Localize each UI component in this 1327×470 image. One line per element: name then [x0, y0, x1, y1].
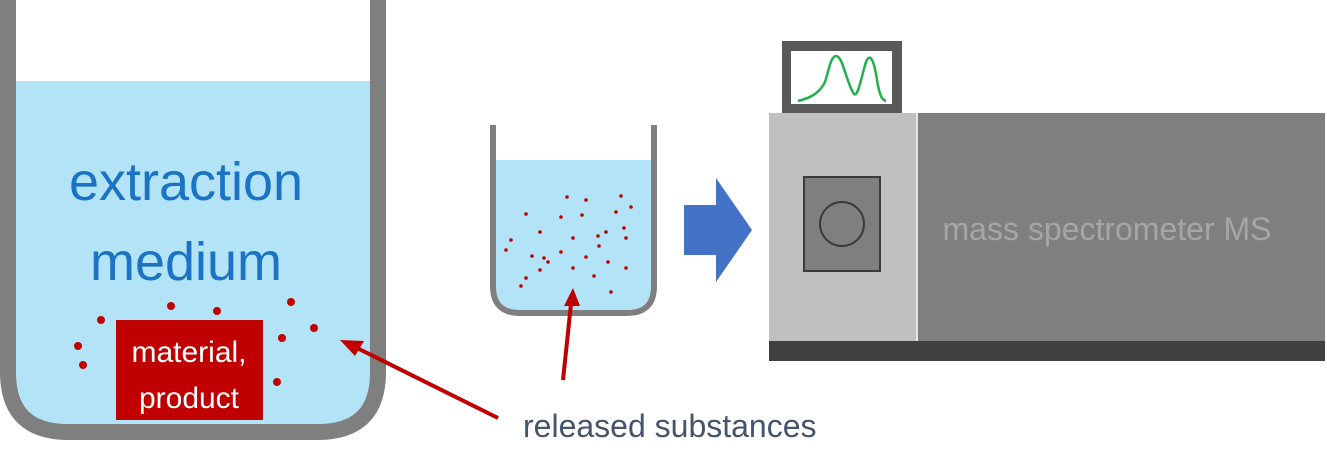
particle [624, 266, 628, 270]
particle [597, 244, 601, 248]
arrow-to-large-beaker [356, 346, 499, 420]
large-beaker: extraction medium material, product [0, 0, 386, 440]
particle [606, 260, 610, 264]
material-label-line2: product [139, 382, 240, 415]
particle [584, 198, 588, 202]
particle [519, 284, 523, 288]
particle [74, 342, 82, 350]
medium-label-line1: extraction [69, 152, 303, 212]
annotation-arrows [340, 288, 580, 420]
particle [546, 260, 550, 264]
particle [213, 307, 221, 315]
medium-label-line2: medium [90, 232, 282, 292]
large-beaker-particles [74, 298, 318, 386]
arrow-head-large-beaker-icon [340, 340, 364, 356]
particle [592, 274, 596, 278]
material-label-line1: material, [131, 336, 246, 369]
particle [310, 324, 318, 332]
particle [524, 212, 528, 216]
ms-main-unit [917, 113, 1325, 341]
particle [524, 276, 528, 280]
particle [614, 210, 618, 214]
particle [619, 194, 623, 198]
particle [604, 230, 608, 234]
flow-arrow-icon [684, 178, 752, 282]
particle [609, 290, 613, 294]
small-beaker-particles [504, 194, 633, 294]
particle [287, 298, 295, 306]
particle [584, 255, 588, 259]
ms-base [769, 341, 1325, 361]
material-box [116, 320, 263, 420]
particle [97, 316, 105, 324]
particle [167, 302, 175, 310]
particle [538, 230, 542, 234]
arrow-head-small-beaker-icon [564, 288, 580, 306]
small-beaker-wall [490, 125, 657, 316]
particle [629, 205, 633, 209]
arrow-to-small-beaker [561, 303, 573, 381]
released-substances-label: released substances [523, 408, 817, 444]
particle [622, 226, 626, 230]
particle [530, 254, 534, 258]
mass-spectrometer: mass spectrometer MS [769, 41, 1325, 361]
small-beaker-liquid [496, 160, 651, 310]
ms-inlet-port-icon [819, 201, 865, 247]
particle [504, 248, 508, 252]
spectrum-trace-icon [797, 54, 887, 103]
particle [624, 236, 628, 240]
particle [565, 195, 569, 199]
particle [273, 378, 281, 386]
particle [538, 268, 542, 272]
particle [509, 238, 513, 242]
particle [559, 250, 563, 254]
particle [571, 236, 575, 240]
particle [278, 334, 286, 342]
particle [571, 266, 575, 270]
large-beaker-wall [0, 0, 386, 440]
ms-label: mass spectrometer MS [943, 211, 1272, 247]
small-beaker [490, 125, 657, 316]
particle [542, 256, 546, 260]
particle [580, 213, 584, 217]
particle [596, 234, 600, 238]
particle [559, 215, 563, 219]
particle [79, 361, 87, 369]
